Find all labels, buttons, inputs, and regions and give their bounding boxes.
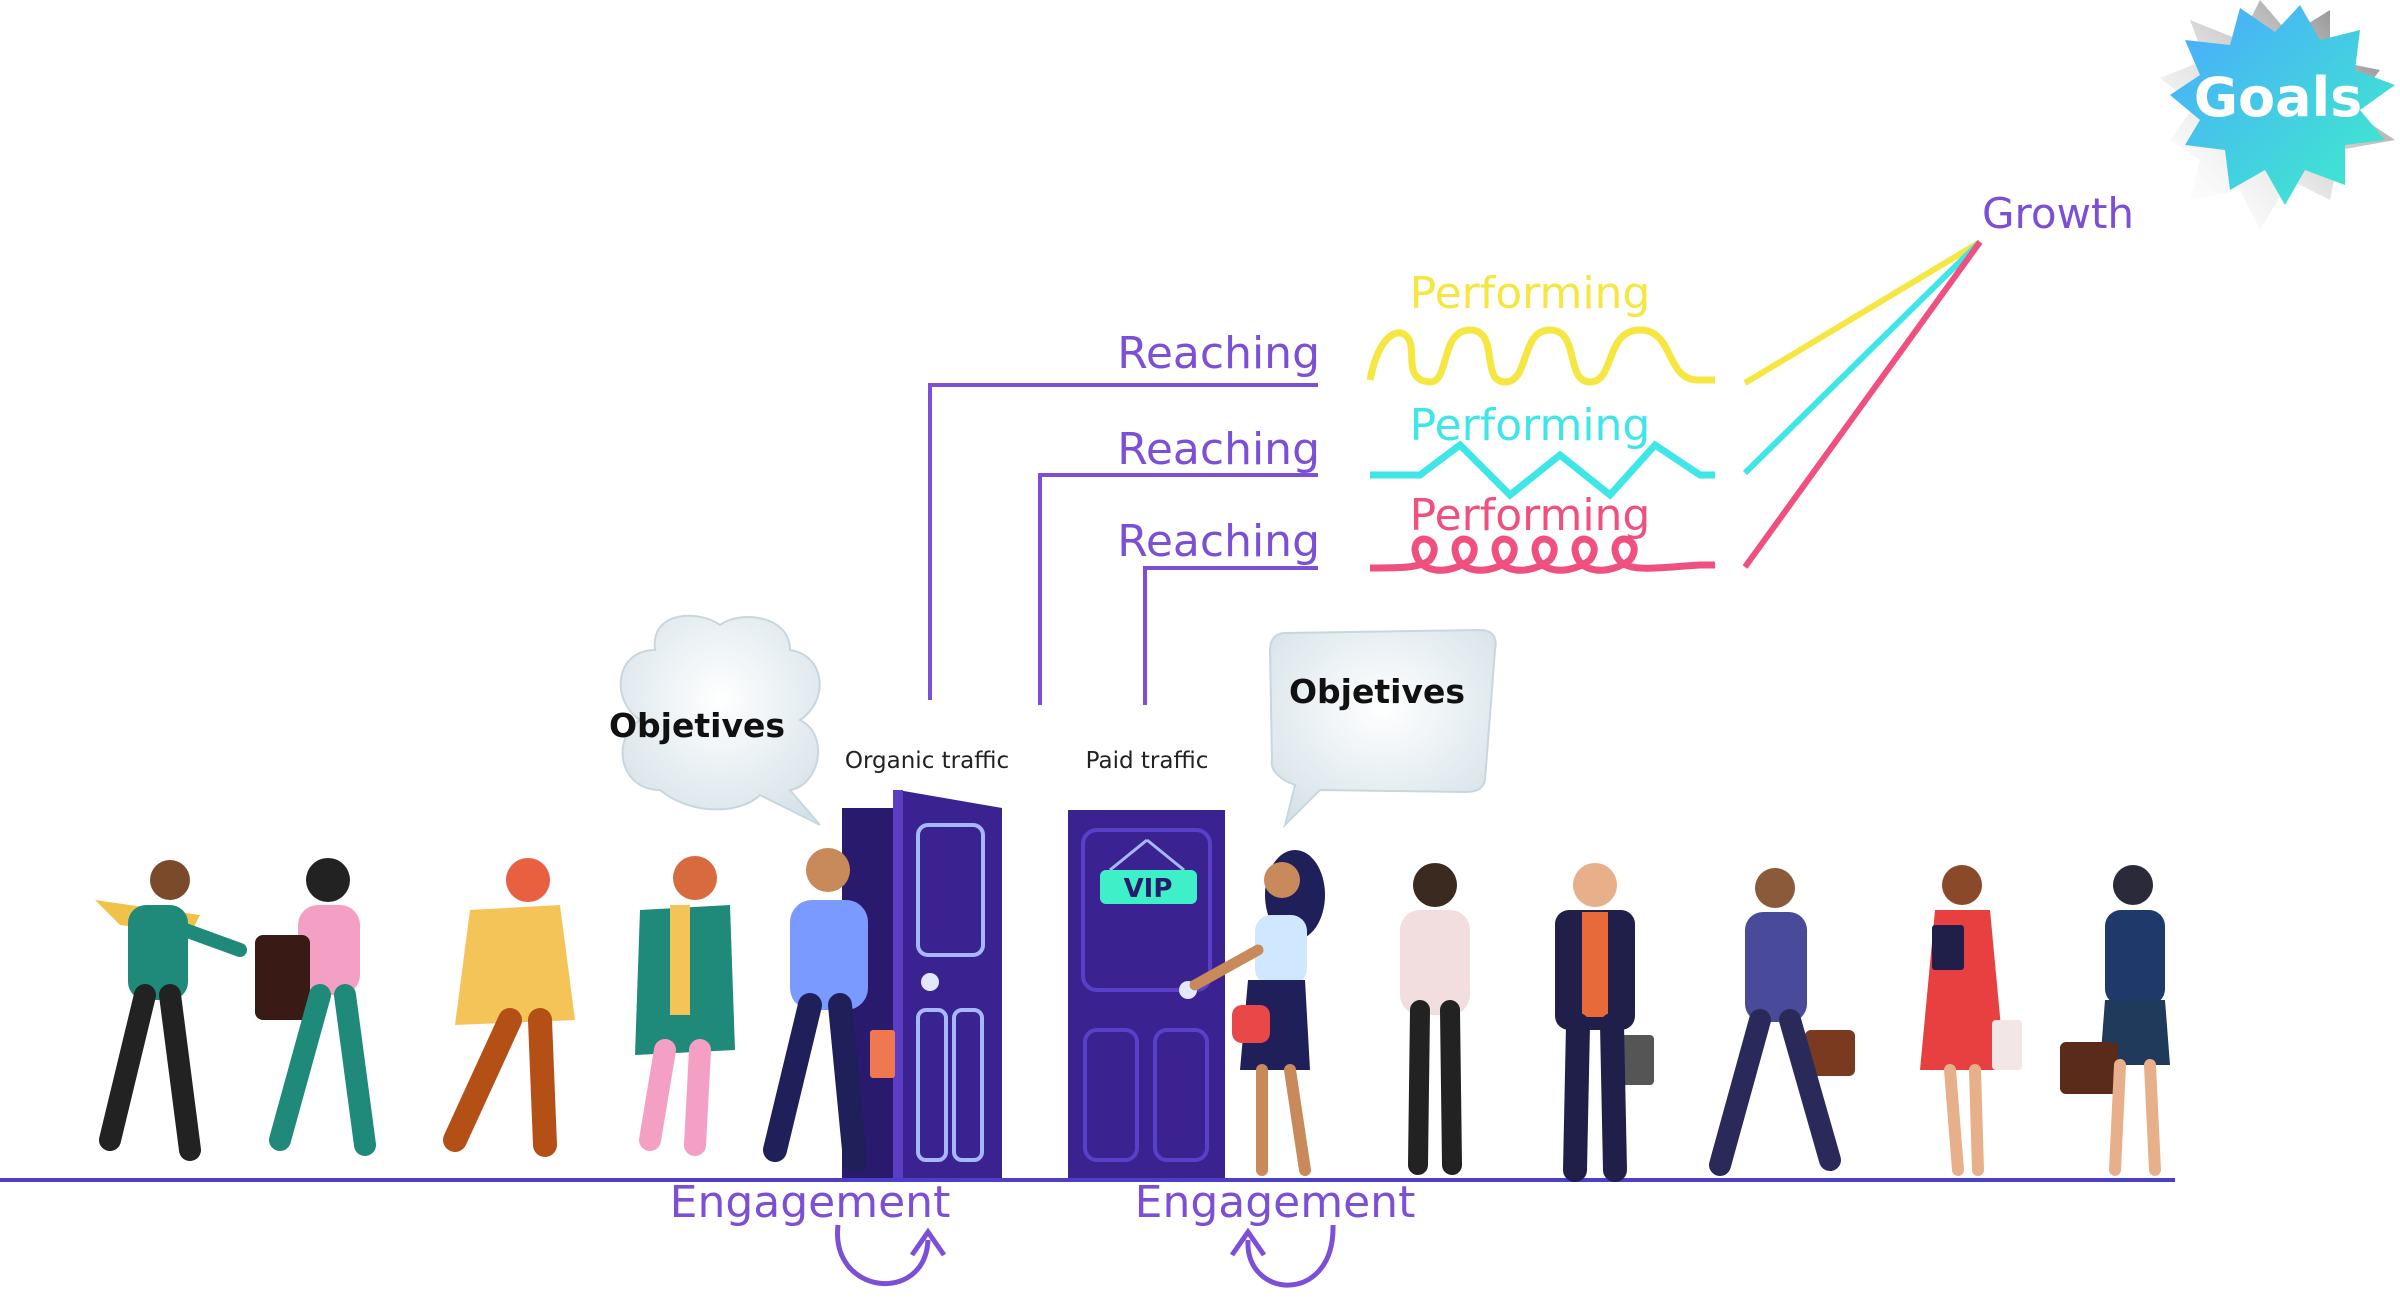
people-queue [95,848,2170,1182]
organic-connector-line-2 [1038,473,1318,705]
paid-door-inset-bottom-left [1083,1028,1139,1162]
objectives-thought-bubble: Objetives [609,614,821,826]
organic-door-inset-bottom-right [952,1008,984,1162]
organic-door-panel [898,790,1002,1180]
goals-badge: Goals [2160,0,2395,230]
objectives-label-right: Objetives [1289,672,1465,711]
person-man-with-phone [95,860,247,1161]
reaching-label-2: Reaching [1117,424,1320,475]
paid-connector-line [1143,566,1318,705]
speech-bubble-shape [1268,628,1497,829]
engagement-label-right: Engagement [1135,1177,1416,1228]
person-woman-with-phone [1400,863,1470,1175]
person-woman-yellow-coat [443,858,575,1157]
vip-sign-string-right [1146,838,1185,872]
organic-door-knob [921,973,939,991]
engagement-label-left: Engagement [670,1177,951,1228]
paid-traffic-label: Paid traffic [1086,748,1209,774]
performing-wave-zigzag [1370,440,1715,500]
performing-wave-loops [1369,535,1715,574]
vip-sign [1100,870,1197,904]
person-woman-green-coat [635,856,735,1156]
paid-door-inset-top [1081,828,1212,992]
performing-wave-sine [1366,326,1715,386]
growth-line-yellow [1743,239,1982,386]
growth-label: Growth [1982,189,2134,238]
paid-door-panel [1068,810,1225,1180]
person-woman-with-bag [255,858,376,1156]
engagement-loop-arrow-left [835,1224,947,1286]
organic-door-edge [893,790,903,1180]
paid-traffic-door: VIP [1068,810,1225,1180]
organic-door-inset-top [916,823,985,957]
person-businesswoman-walking [1709,868,1855,1176]
person-businessman [1555,863,1654,1182]
vip-sign-string-left [1109,838,1148,872]
reaching-label-1: Reaching [1117,328,1320,379]
growth-line-cyan [1742,239,1983,476]
person-woman-at-vip-door [1189,850,1325,1176]
organic-connector-line [928,383,1318,700]
person-businesswoman-briefcase [2060,865,2170,1176]
growth-line-pink [1742,240,1983,569]
reaching-label-3: Reaching [1117,516,1320,567]
objectives-speech-bubble: Objetives [1268,628,1497,829]
goals-star [2170,5,2395,205]
organic-traffic-label: Organic traffic [845,748,1009,774]
goals-label: Goals [2194,66,2363,129]
person-woman-red-dress [1920,865,2022,1176]
performing-label-3: Performing [1410,490,1651,541]
performing-label-1: Performing [1410,268,1651,319]
organic-door-inset-bottom-left [916,1008,948,1162]
engagement-loop-arrow-right [1229,1224,1336,1288]
thought-bubble-shape [619,614,821,826]
vip-label: VIP [1124,874,1173,904]
organic-traffic-door [842,790,1002,1180]
person-man-entering-door [763,848,895,1172]
performing-label-2: Performing [1410,400,1651,451]
objectives-label-left: Objetives [609,706,785,745]
paid-door-inset-bottom-right [1153,1028,1209,1162]
